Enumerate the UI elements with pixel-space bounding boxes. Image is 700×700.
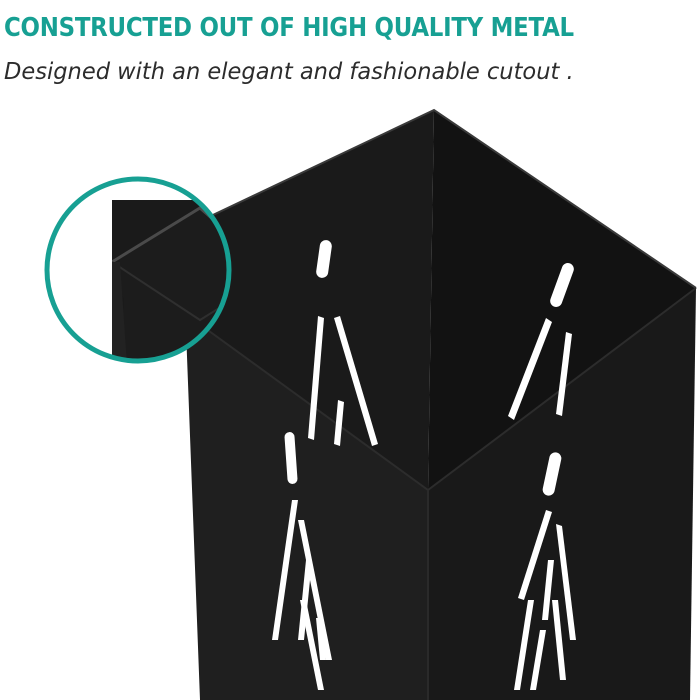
umbrella-stand-icon bbox=[113, 108, 697, 700]
zoom-circle-icon bbox=[44, 176, 232, 364]
headline: CONSTRUCTED OUT OF HIGH QUALITY METAL bbox=[4, 13, 574, 43]
left-face-cutouts bbox=[272, 432, 332, 690]
subheadline: Designed with an elegant and fashionable… bbox=[4, 59, 574, 85]
stand-left-face bbox=[116, 262, 428, 700]
right-face-cutouts bbox=[514, 452, 576, 690]
inner-cutouts bbox=[308, 240, 574, 446]
stand-right-face bbox=[428, 288, 696, 700]
stand-rim bbox=[113, 108, 697, 289]
stand-inner-left bbox=[114, 110, 434, 490]
